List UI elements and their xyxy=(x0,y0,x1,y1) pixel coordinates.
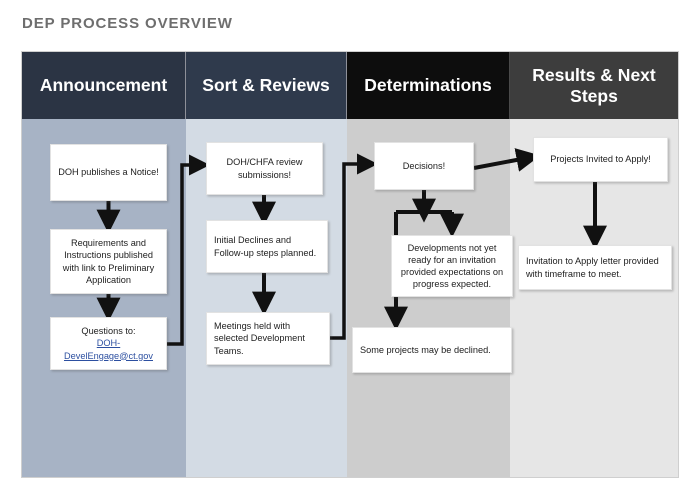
arrow-questions-to-review xyxy=(167,154,210,346)
arrow-meetings-to-decisions xyxy=(330,153,378,340)
questions-prefix: Questions to: xyxy=(81,326,136,337)
step-text: DOH publishes a Notice! xyxy=(58,167,159,178)
process-diagram: Announcement Sort & Reviews Determinatio… xyxy=(22,52,678,477)
step-box-doh-chfa-review[interactable]: DOH/CHFA review submissions! xyxy=(206,142,323,195)
step-box-developments-not-ready[interactable]: Developments not yet ready for an invita… xyxy=(391,235,513,297)
step-box-meetings-held[interactable]: Meetings held with selected Development … xyxy=(206,312,330,365)
step-text: Invitation to Apply letter provided with… xyxy=(526,256,659,279)
step-box-invitation-letter[interactable]: Invitation to Apply letter provided with… xyxy=(518,245,672,290)
step-box-doh-publishes-notice[interactable]: DOH publishes a Notice! xyxy=(50,144,167,201)
step-text: Decisions! xyxy=(402,160,446,171)
step-text: Meetings held with selected Development … xyxy=(214,321,305,356)
column-header-sort-reviews: Sort & Reviews xyxy=(186,52,347,119)
step-box-decisions[interactable]: Decisions! xyxy=(374,142,474,190)
step-text: Developments not yet ready for an invita… xyxy=(400,242,504,290)
step-box-initial-declines[interactable]: Initial Declines and Follow-up steps pla… xyxy=(206,220,328,273)
step-text: Some projects may be declined. xyxy=(360,344,491,355)
step-text: Requirements and Instructions published … xyxy=(62,238,155,285)
step-box-requirements-instructions[interactable]: Requirements and Instructions published … xyxy=(50,229,167,294)
column-header-announcement: Announcement xyxy=(22,52,186,119)
step-text: Questions to: DOH-DevelEngage@ct.gov xyxy=(58,325,159,361)
email-link[interactable]: DOH-DevelEngage@ct.gov xyxy=(63,338,153,361)
page-title: DEP PROCESS OVERVIEW xyxy=(22,15,233,32)
arrow-decisions-to-projects-invited xyxy=(473,148,541,172)
step-text: DOH/CHFA review submissions! xyxy=(226,157,303,180)
step-box-projects-invited-to-apply[interactable]: Projects Invited to Apply! xyxy=(533,137,668,182)
column-header-results-next-steps: Results & Next Steps xyxy=(510,52,678,119)
column-header-determinations: Determinations xyxy=(347,52,510,119)
step-box-questions-contact[interactable]: Questions to: DOH-DevelEngage@ct.gov xyxy=(50,317,167,370)
step-text: Projects Invited to Apply! xyxy=(550,154,651,165)
step-box-projects-declined[interactable]: Some projects may be declined. xyxy=(352,327,512,373)
step-text: Initial Declines and Follow-up steps pla… xyxy=(214,235,317,258)
